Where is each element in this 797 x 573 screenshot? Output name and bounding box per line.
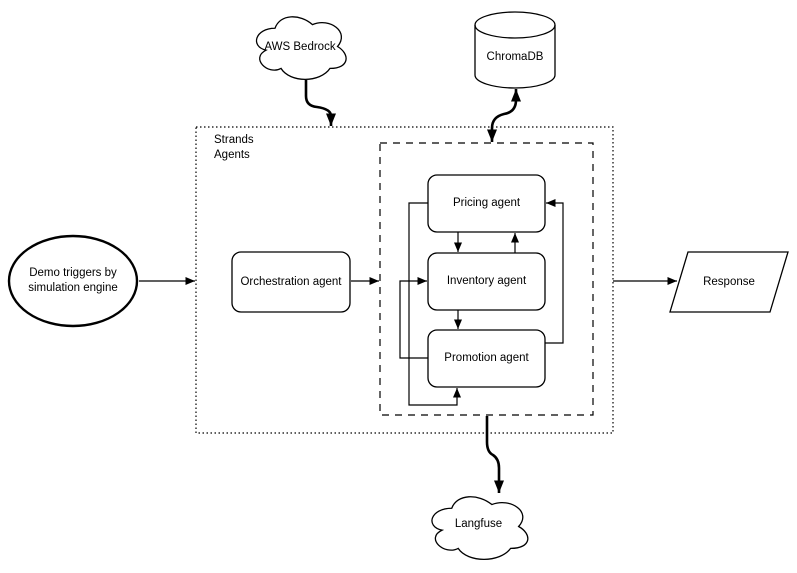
chromadb-cylinder — [474, 11, 556, 89]
inventory-agent-box — [427, 252, 546, 311]
langfuse-cloud — [431, 496, 529, 560]
edge-promotion-to-pricing — [545, 199, 564, 344]
orchestration-agent-label: Orchestration agent — [240, 275, 342, 288]
edge-promotion-to-inventory — [399, 277, 428, 359]
chromadb-label: ChromaDB — [486, 51, 544, 63]
langfuse-label: Langfuse — [454, 518, 503, 530]
pricing-agent-box — [427, 174, 546, 233]
promotion-agent-label: Promotion agent — [444, 352, 529, 365]
edge-pricing-to-promotion — [408, 202, 461, 406]
orchestration-agent-box — [231, 251, 351, 313]
edge-chromadb-loop-bidirectional — [487, 89, 521, 142]
response-label: Response — [703, 275, 755, 288]
edge-loop-to-langfuse — [485, 416, 504, 493]
strands-agents-label: Strands Agents — [214, 134, 254, 161]
pricing-agent-label: Pricing agent — [452, 197, 521, 210]
inventory-agent-label: Inventory agent — [446, 275, 527, 288]
promotion-agent-box — [427, 329, 546, 388]
agents-loop-container — [379, 142, 594, 416]
aws-bedrock-cloud — [255, 16, 347, 80]
trigger-label: Demo triggers by simulation engine — [28, 267, 118, 294]
aws-bedrock-label: AWS Bedrock — [264, 41, 336, 53]
response-parallelogram — [669, 251, 789, 313]
trigger-ellipse — [7, 234, 139, 328]
strands-agents-container — [195, 126, 614, 434]
edge-bedrock-to-strands — [304, 80, 336, 126]
